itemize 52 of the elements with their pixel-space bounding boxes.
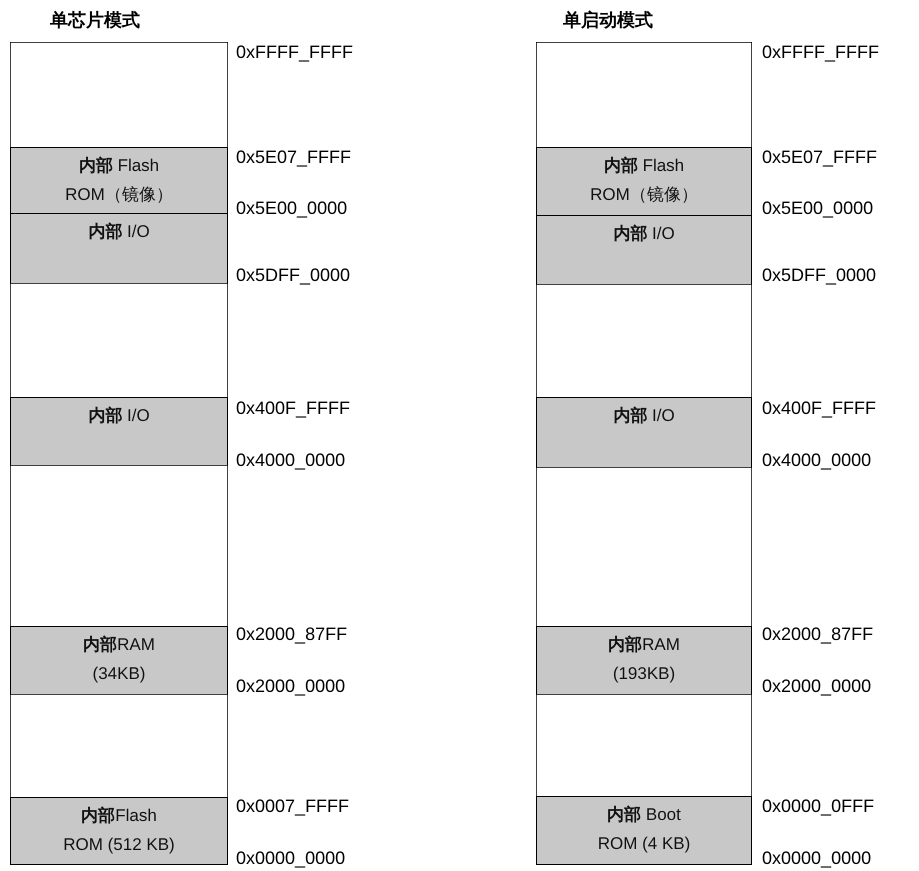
column-title: 单芯片模式: [50, 9, 140, 32]
empty-region: [536, 694, 752, 797]
column-title: 单启动模式: [563, 9, 653, 32]
address-label: 0x5E07_FFFF: [762, 146, 878, 168]
address-label: 0x2000_0000: [762, 675, 872, 697]
memory-region: [536, 397, 752, 468]
memory-region: [10, 147, 228, 214]
region-label: 内部 Boot ROM (4 KB): [596, 804, 692, 855]
address-label: 0xFFFF_FFFF: [762, 41, 879, 63]
region-label: 内部RAM (34KB): [82, 634, 156, 685]
region-label: 内部 Flash ROM（镜像）: [64, 155, 174, 206]
address-label: 0x5E07_FFFF: [236, 146, 352, 168]
address-label: 0x5DFF_0000: [762, 264, 876, 286]
region-label: 内部 I/O: [612, 223, 676, 245]
memory-region: [10, 626, 228, 695]
empty-region: [536, 284, 752, 398]
address-label: 0x0000_0000: [236, 847, 346, 869]
memory-region: [536, 147, 752, 216]
region-label: 内部 Flash ROM（镜像）: [589, 155, 699, 206]
address-label: 0x2000_87FF: [236, 623, 348, 645]
empty-region: [10, 283, 228, 398]
address-label: 0x0000_0FFF: [762, 795, 874, 817]
region-label: 内部Flash ROM (512 KB): [62, 805, 176, 856]
address-label: 0x0007_FFFF: [236, 795, 350, 817]
address-label: 0x0000_0000: [762, 847, 872, 869]
address-label: 0x4000_0000: [762, 449, 872, 471]
address-label: 0x4000_0000: [236, 449, 346, 471]
address-label: 0x5E00_0000: [762, 197, 874, 219]
address-label: 0x2000_87FF: [762, 623, 874, 645]
address-label: 0xFFFF_FFFF: [236, 41, 353, 63]
address-label: 0x5DFF_0000: [236, 264, 350, 286]
memory-region: [10, 213, 228, 284]
memory-region: [10, 797, 228, 865]
address-label: 0x400F_FFFF: [236, 397, 350, 419]
empty-region: [10, 465, 228, 627]
address-label: 0x2000_0000: [236, 675, 346, 697]
memory-map-column: [536, 42, 752, 865]
empty-region: [10, 42, 228, 148]
region-label: 内部 I/O: [87, 405, 151, 427]
memory-map-column: [10, 42, 228, 865]
memory-region: [536, 215, 752, 285]
address-label: 0x400F_FFFF: [762, 397, 876, 419]
region-label: 内部 I/O: [612, 405, 676, 427]
region-label: 内部 I/O: [87, 221, 151, 243]
empty-region: [536, 467, 752, 627]
region-label: 内部RAM (193KB): [607, 634, 681, 685]
memory-region: [536, 796, 752, 865]
empty-region: [10, 694, 228, 798]
empty-region: [536, 42, 752, 148]
memory-region: [536, 626, 752, 695]
memory-region: [10, 397, 228, 466]
address-label: 0x5E00_0000: [236, 197, 348, 219]
